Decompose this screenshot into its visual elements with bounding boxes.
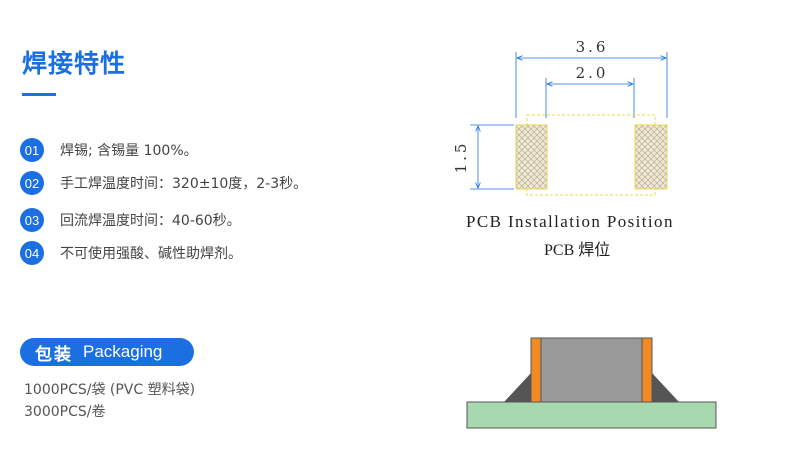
feature-item-4: 04 不可使用强酸、碱性助焊剂。 xyxy=(20,241,242,265)
solder-pad-left xyxy=(515,124,548,190)
number-badge-1: 01 xyxy=(20,138,44,162)
packaging-line-1: 1000PCS/袋 (PVC 塑料袋) xyxy=(24,382,196,398)
number-badge-3: 03 xyxy=(20,208,44,232)
dimension-inner: 2.0 xyxy=(545,64,635,118)
section-title-soldering: 焊接特性 xyxy=(22,49,127,78)
component-body xyxy=(540,337,643,403)
dimension-height: 1.5 xyxy=(452,124,514,190)
title-underline xyxy=(22,93,56,96)
feature-text-2: 手工焊温度时间：320±10度，2-3秒。 xyxy=(60,176,308,192)
pcb-board xyxy=(466,401,717,429)
dimension-outer-label: 3.6 xyxy=(576,38,609,56)
feature-text-1: 焊锡; 含锡量 100%。 xyxy=(60,143,198,159)
feature-item-1: 01 焊锡; 含锡量 100%。 xyxy=(20,138,198,162)
feature-item-2: 02 手工焊温度时间：320±10度，2-3秒。 xyxy=(20,171,308,195)
terminal-left xyxy=(530,337,542,403)
pcb-caption-zh: PCB 焊位 xyxy=(544,242,611,259)
packaging-line-2: 3000PCS/卷 xyxy=(24,404,106,420)
terminal-right xyxy=(641,337,653,403)
feature-item-3: 03 回流焊温度时间：40-60秒。 xyxy=(20,208,241,232)
feature-text-3: 回流焊温度时间：40-60秒。 xyxy=(60,213,241,229)
packaging-title-zh: 包装 xyxy=(35,344,73,365)
dimension-height-label: 1.5 xyxy=(452,141,470,174)
number-badge-2: 02 xyxy=(20,171,44,195)
solder-fillet-left xyxy=(504,373,531,402)
packaging-title-en: Packaging xyxy=(83,342,163,361)
number-badge-4: 04 xyxy=(20,241,44,265)
solder-fillet-right xyxy=(652,373,679,402)
solder-pad-right xyxy=(634,124,668,190)
dimension-outer: 3.6 xyxy=(515,38,668,118)
packaging-heading: 包装 Packaging xyxy=(20,338,194,366)
dimension-inner-label: 2.0 xyxy=(576,64,609,82)
pcb-caption-en: PCB Installation Position xyxy=(466,212,674,231)
feature-text-4: 不可使用强酸、碱性助焊剂。 xyxy=(60,246,242,262)
